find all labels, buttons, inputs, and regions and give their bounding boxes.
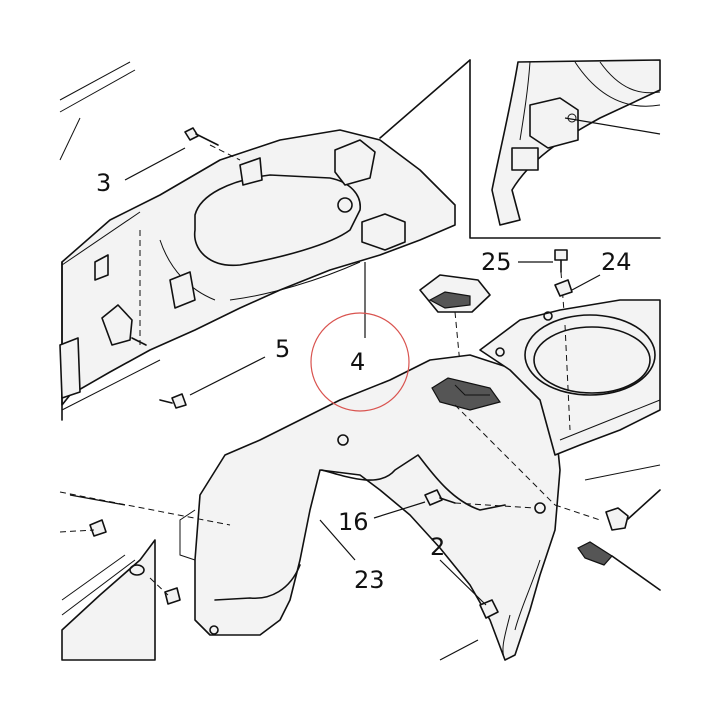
- callout-25: 25: [481, 248, 512, 276]
- screw-3: [124, 127, 241, 181]
- callout-3: 3: [96, 169, 111, 197]
- washer-24: [554, 274, 601, 297]
- leader-23: [319, 519, 356, 561]
- screw-16: [373, 489, 536, 519]
- callout-5: 5: [275, 335, 290, 363]
- center-cap: [419, 274, 491, 386]
- upper-trim-panel: [59, 61, 456, 421]
- callout-4: 4: [350, 348, 365, 376]
- highlight-circle: [310, 312, 410, 412]
- screw-5: [159, 356, 266, 409]
- leader-2-bottom: [439, 639, 479, 661]
- detail-inset: [379, 59, 661, 239]
- callout-16: 16: [338, 508, 369, 536]
- lower-panel-23: [59, 354, 601, 661]
- callout-24: 24: [601, 248, 632, 276]
- right-panel-ring: [479, 299, 661, 456]
- callout-23: 23: [354, 566, 385, 594]
- lower-left-panel: [59, 494, 181, 661]
- clip-2: [439, 559, 499, 619]
- right-fasteners: [577, 464, 661, 591]
- callout-2: 2: [430, 533, 445, 561]
